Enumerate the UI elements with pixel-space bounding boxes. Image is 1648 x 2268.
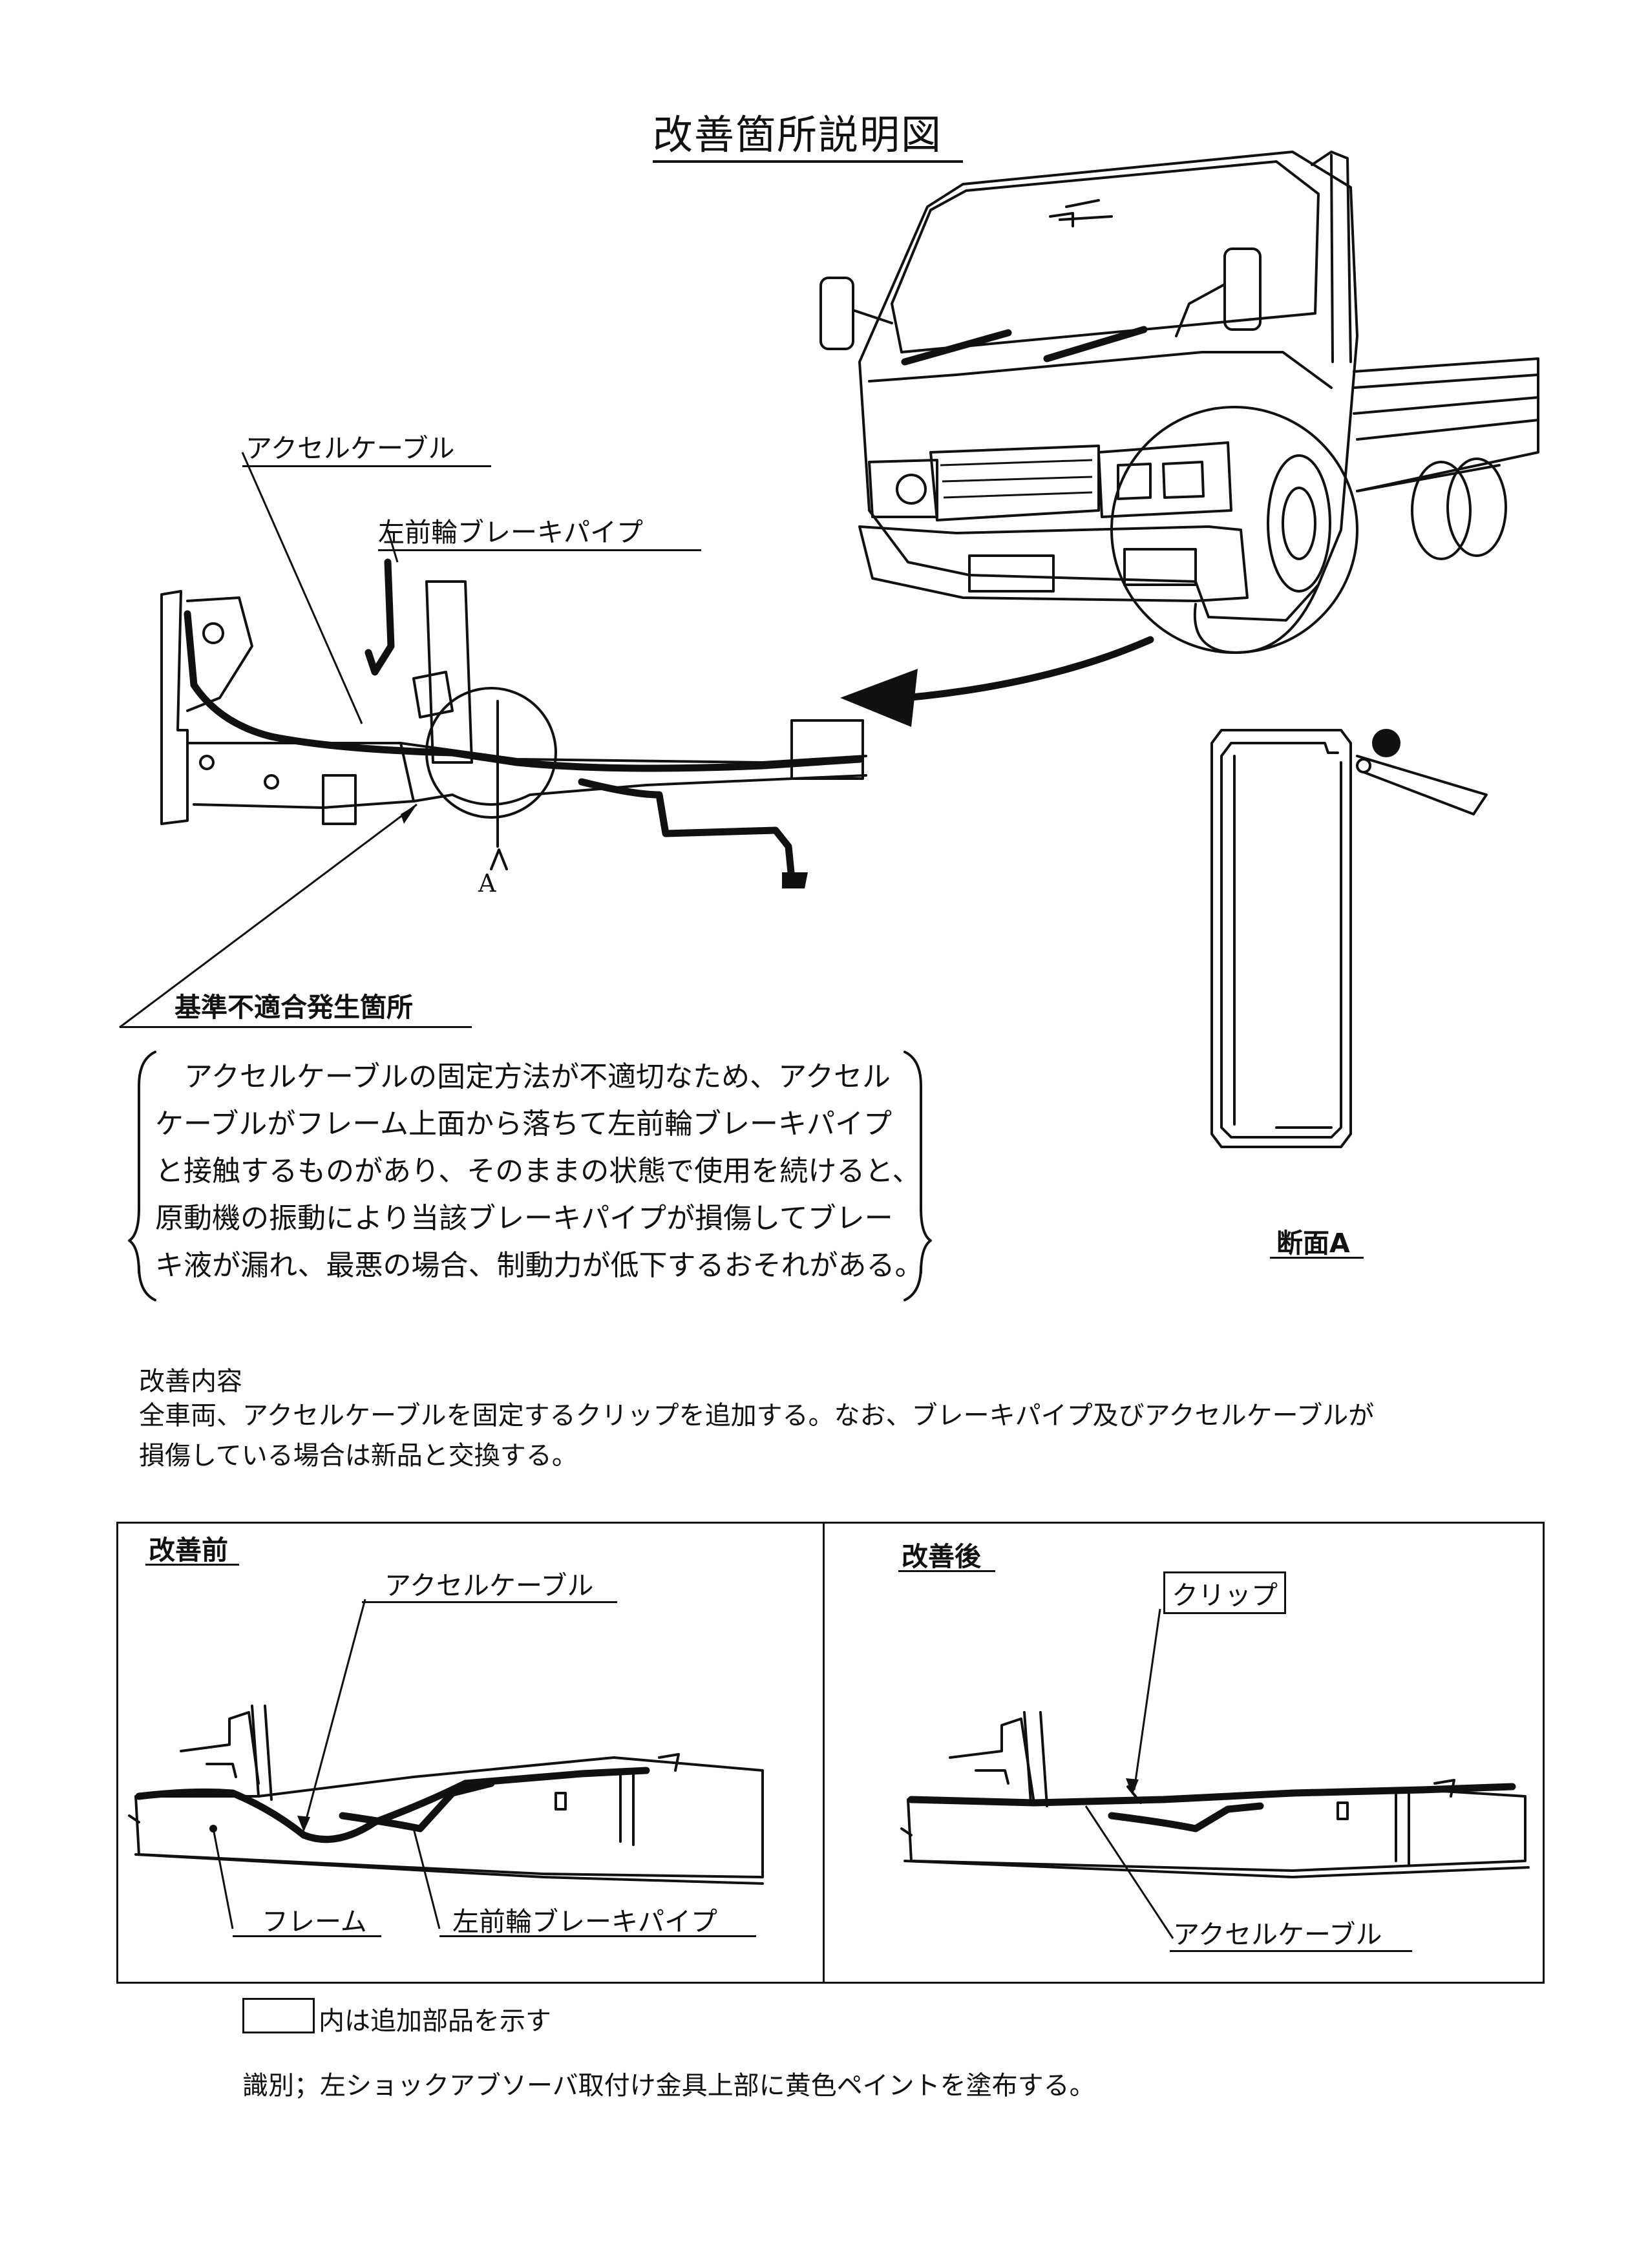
improvement-line: 損傷している場合は新品と交換する。 [139, 1441, 578, 1471]
description-line: キ液が漏れ、最悪の場合、制動力が低下するおそれがある。 [155, 1249, 924, 1282]
improvement-body: 全車両、アクセルケーブルを固定するクリップを追加する。なお、ブレーキパイプ及びア… [139, 1396, 1374, 1476]
comparison-table [116, 1522, 1545, 1984]
brake-pipe-label: 左前輪ブレーキパイプ [378, 517, 643, 548]
before-frame-label: フレーム [262, 1906, 367, 1937]
before-heading-underline [145, 1564, 239, 1566]
section-a-marker: A [478, 869, 496, 898]
title-underline [653, 160, 963, 163]
accel-cable-label: アクセルケーブル [246, 433, 455, 464]
improvement-line: 全車両、アクセルケーブルを固定するクリップを追加する。なお、ブレーキパイプ及びア… [139, 1401, 1375, 1431]
before-heading: 改善前 [149, 1535, 228, 1566]
legend-box [242, 1998, 315, 2033]
identification-text: 識別；左ショックアブソーバ取付け金具上部に黄色ペイントを塗布する。 [242, 2071, 1095, 2101]
brake-pipe-underline [378, 549, 701, 551]
before-accel-underline [362, 1601, 617, 1603]
before-brake-underline [439, 1935, 756, 1937]
legend-text: 内は追加部品を示す [319, 2006, 551, 2036]
description-line: 原動機の振動により当該ブレーキパイプが損傷してブレー [155, 1202, 893, 1235]
comparison-divider [823, 1522, 825, 1984]
description-line: アクセルケーブルの固定方法が不適切なため、アクセル [184, 1060, 891, 1093]
page-title: 改善箇所説明図 [653, 111, 943, 158]
before-accel-cable-label: アクセルケーブル [385, 1570, 594, 1601]
before-brake-pipe-label: 左前輪ブレーキパイプ [452, 1906, 717, 1937]
section-a-label: 断面A [1276, 1228, 1350, 1259]
after-heading: 改善後 [902, 1541, 981, 1572]
after-accel-underline [1170, 1950, 1412, 1952]
description-line: ケーブルがフレーム上面から落ちて左前輪ブレーキパイプ [155, 1108, 893, 1140]
after-accel-cable-label: アクセルケーブル [1173, 1919, 1382, 1950]
before-frame-underline [233, 1935, 381, 1937]
description-line: と接触するものがあり、そのままの状態で使用を続けると、 [155, 1155, 921, 1188]
after-clip-label: クリップ [1163, 1571, 1286, 1614]
description-paragraph: アクセルケーブルの固定方法が不適切なため、アクセル ケーブルがフレーム上面から落… [155, 1053, 923, 1289]
nonconformity-label: 基準不適合発生箇所 [174, 992, 413, 1023]
nonconformity-underline [120, 1026, 472, 1028]
accel-cable-underline [242, 465, 491, 467]
section-a-underline [1270, 1257, 1364, 1259]
after-heading-underline [898, 1570, 995, 1572]
improvement-heading: 改善内容 [139, 1367, 242, 1396]
